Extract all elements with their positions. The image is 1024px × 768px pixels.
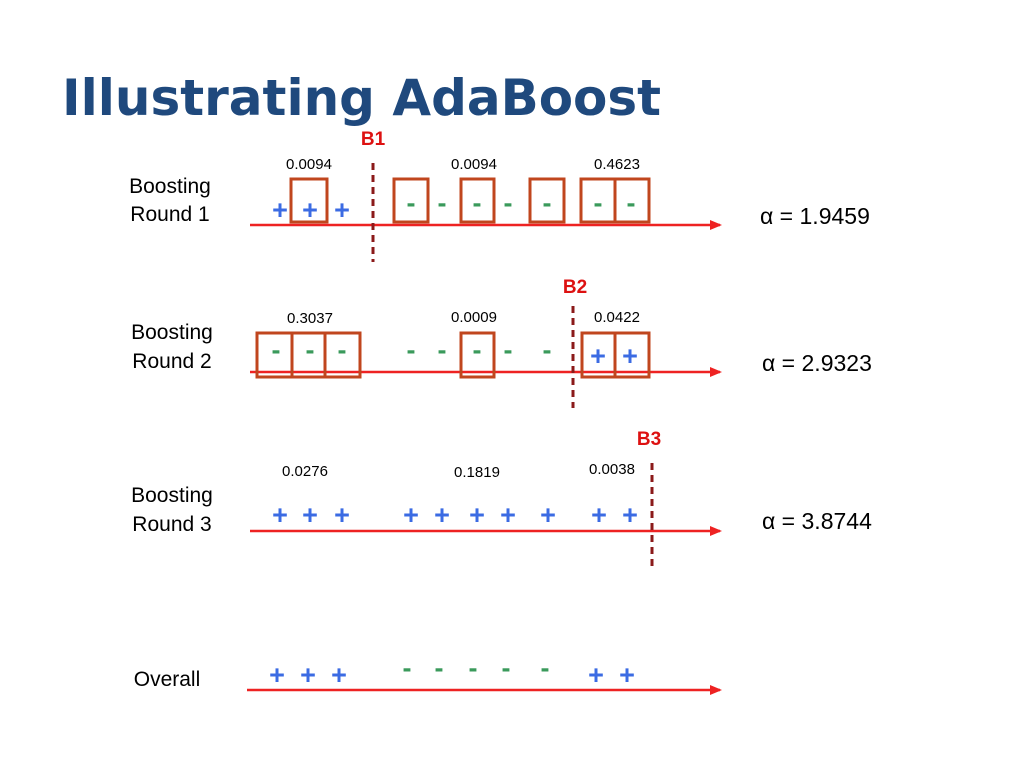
round-3: Boosting Round 3 B3 0.0276 0.1819 0.0038…	[131, 429, 872, 568]
round-1-sample: +	[334, 195, 350, 225]
round-2-sample: +	[622, 341, 638, 371]
round-1-sample: -	[473, 188, 482, 218]
round-3-weight-1: 0.0276	[282, 463, 328, 480]
overall-sample: +	[588, 660, 604, 690]
round-2-sample: -	[543, 335, 552, 365]
round-3-label-line-1: Boosting	[131, 484, 213, 507]
round-3-sample: +	[500, 500, 516, 530]
overall-sample: +	[331, 660, 347, 690]
round-2-label-line-1: Boosting	[131, 321, 213, 344]
round-1-alpha: α = 1.9459	[760, 203, 870, 229]
round-2-weight-1: 0.3037	[287, 310, 333, 327]
round-3-sample: +	[434, 500, 450, 530]
round-3-weight-2: 0.1819	[454, 464, 500, 481]
round-2-sample: -	[438, 335, 447, 365]
round-2: Boosting Round 2 B2 0.3037 0.0009 0.0422…	[131, 277, 872, 408]
overall-sample: +	[619, 660, 635, 690]
round-3-sample: +	[334, 500, 350, 530]
round-3-weight-3: 0.0038	[589, 461, 635, 478]
round-1-sample: +	[302, 195, 318, 225]
round-1-box	[392, 177, 430, 224]
round-1-sample: -	[543, 188, 552, 218]
round-1: Boosting Round 1 B1 0.0094 0.0094 0.4623…	[129, 129, 870, 262]
round-2-weight-2: 0.0009	[451, 309, 497, 326]
overall-sample: -	[403, 653, 412, 683]
round-1-label-line-1: Boosting	[129, 175, 211, 198]
round-2-sample: -	[272, 335, 281, 365]
overall-sample: -	[435, 653, 444, 683]
round-3-sample: +	[469, 500, 485, 530]
round-1-label-line-2: Round 1	[130, 203, 209, 226]
round-1-weight-2: 0.0094	[451, 156, 497, 173]
overall-row: Overall + + + - - - - - + +	[134, 653, 722, 695]
round-2-sample: -	[338, 335, 347, 365]
overall-label: Overall	[134, 668, 201, 691]
overall-sample: -	[502, 653, 511, 683]
round-2-sample: -	[306, 335, 315, 365]
round-2-box	[323, 331, 362, 379]
round-2-sample: -	[504, 335, 513, 365]
round-1-boundary-label: B1	[361, 129, 386, 150]
round-1-box	[289, 177, 329, 224]
round-1-weight-1: 0.0094	[286, 156, 332, 173]
round-1-sample: -	[407, 188, 416, 218]
overall-sample: +	[269, 660, 285, 690]
round-1-sample: -	[504, 188, 513, 218]
round-2-box	[613, 331, 651, 379]
round-2-alpha: α = 2.9323	[762, 350, 872, 376]
overall-sample: -	[469, 653, 478, 683]
round-2-box	[459, 331, 496, 379]
round-2-label-line-2: Round 2	[132, 350, 211, 373]
round-1-sample: +	[272, 195, 288, 225]
overall-sample: -	[541, 653, 550, 683]
round-1-weight-3: 0.4623	[594, 156, 640, 173]
round-1-sample: -	[627, 188, 636, 218]
slide-title: Illustrating AdaBoost	[62, 69, 661, 127]
round-3-sample: +	[540, 500, 556, 530]
round-1-box	[459, 177, 496, 224]
overall-sample: +	[300, 660, 316, 690]
round-1-box	[613, 177, 651, 224]
round-3-sample: +	[302, 500, 318, 530]
round-1-box	[528, 177, 566, 224]
round-3-sample: +	[403, 500, 419, 530]
round-2-weight-3: 0.0422	[594, 309, 640, 326]
round-2-sample: -	[473, 335, 482, 365]
round-3-alpha: α = 3.8744	[762, 508, 872, 534]
round-1-sample: -	[594, 188, 603, 218]
round-3-sample: +	[272, 500, 288, 530]
round-1-sample: -	[438, 188, 447, 218]
round-2-sample: +	[590, 341, 606, 371]
round-3-label-line-2: Round 3	[132, 513, 211, 536]
round-2-boundary-label: B2	[563, 277, 587, 298]
round-3-sample: +	[622, 500, 638, 530]
round-3-sample: +	[591, 500, 607, 530]
round-3-boundary-label: B3	[637, 429, 661, 450]
round-2-sample: -	[407, 335, 416, 365]
